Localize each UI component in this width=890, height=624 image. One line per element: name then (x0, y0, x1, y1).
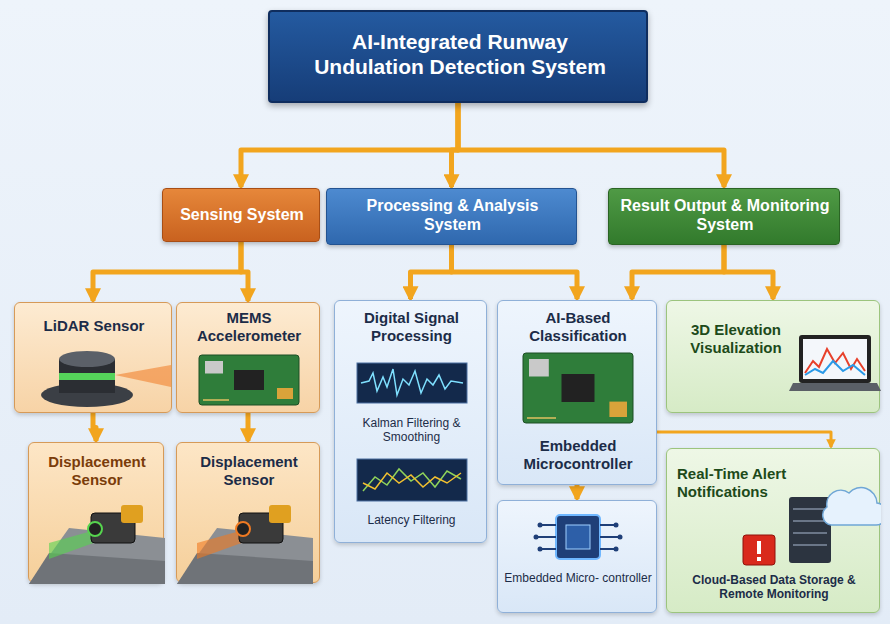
flow-connector (246, 413, 251, 441)
category-box: Result Output & Monitoring System (608, 188, 840, 245)
node-text: Kalman Filtering & Smoothing (341, 416, 482, 444)
flow-connector (452, 245, 578, 299)
component-illustration (498, 501, 658, 614)
flow-connector (575, 485, 580, 499)
node-text: Cloud-Based Data Storage & Remote Monito… (675, 573, 873, 601)
flow-connector (93, 242, 241, 301)
component-box: 3D Elevation Visualization (666, 300, 880, 413)
flow-connector (411, 245, 452, 299)
node-text: Displacement Sensor (183, 453, 315, 488)
flow-connector (657, 432, 831, 447)
node-text: Digital Signal Processing (341, 309, 482, 344)
flow-connector (724, 245, 773, 299)
node-text: Processing & Analysis System (337, 197, 568, 235)
node-text: Latency Filtering (341, 513, 482, 527)
component-box: Real-Time Alert NotificationsCloud-Based… (666, 448, 880, 613)
title-box: AI-Integrated Runway Undulation Detectio… (268, 10, 648, 103)
component-box: MEMS Accelerometer (176, 302, 320, 413)
node-text: Embedded Micro- controller (504, 571, 652, 585)
component-box: AI-Based ClassificationEmbedded Microcon… (497, 300, 657, 485)
node-text: LiDAR Sensor (21, 317, 167, 335)
flow-connector (241, 103, 458, 187)
flow-connector (93, 413, 96, 441)
component-box: Embedded Micro- controller (497, 500, 657, 613)
flow-connector (241, 242, 248, 301)
category-box: Sensing System (162, 188, 320, 242)
component-box: Displacement Sensor (176, 442, 320, 583)
category-box: Processing & Analysis System (326, 188, 577, 245)
component-box: LiDAR Sensor (14, 302, 172, 413)
node-text: 3D Elevation Visualization (677, 321, 795, 356)
node-text: Real-Time Alert Notifications (677, 465, 807, 500)
component-box: Displacement Sensor (28, 442, 164, 583)
node-text: Displacement Sensor (35, 453, 159, 488)
node-text: AI-Based Classification (504, 309, 652, 344)
component-illustration (667, 301, 881, 414)
flow-connector (632, 245, 724, 299)
node-text: Embedded Microcontroller (504, 437, 652, 472)
component-box: Digital Signal ProcessingKalman Filterin… (334, 300, 487, 543)
flow-connector (458, 103, 724, 187)
node-text: MEMS Accelerometer (183, 309, 315, 344)
node-text: AI-Integrated Runway Undulation Detectio… (310, 30, 610, 80)
node-text: Result Output & Monitoring System (617, 197, 833, 235)
node-text: Sensing System (169, 206, 315, 225)
